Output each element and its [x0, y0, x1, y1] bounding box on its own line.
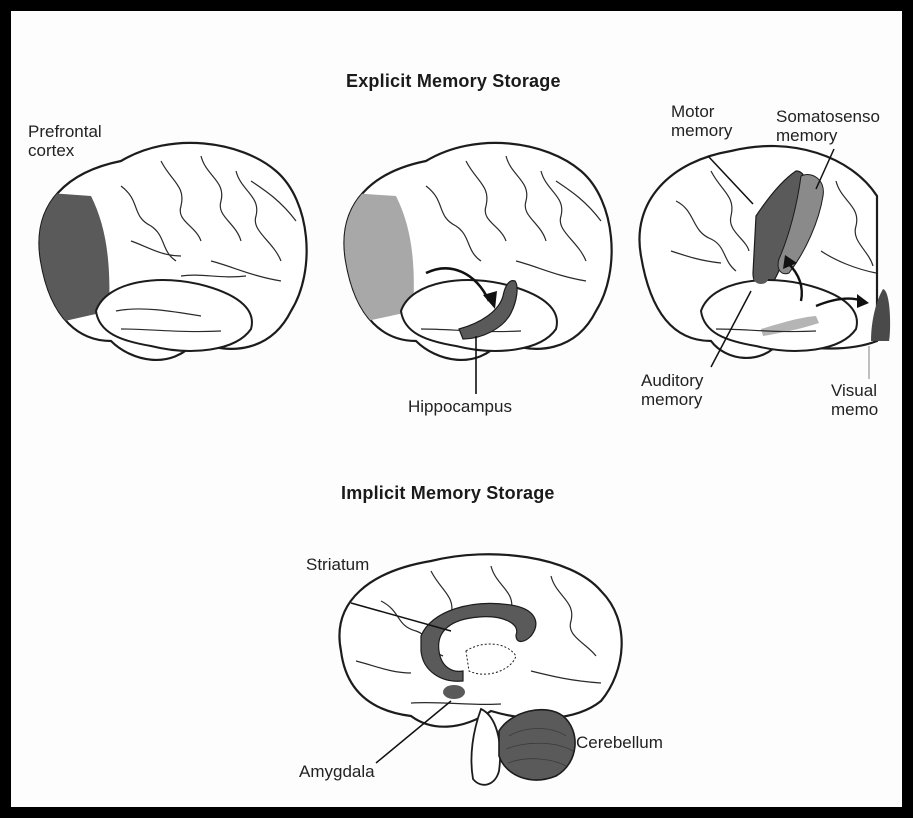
implicit-memory-heading: Implicit Memory Storage — [341, 483, 555, 504]
hippocampus-label: Hippocampus — [408, 397, 512, 416]
striatum-label: Striatum — [306, 555, 369, 574]
visual-memory-label: Visual memo — [831, 381, 878, 419]
brain-middle — [321, 143, 612, 394]
cerebellum-label: Cerebellum — [576, 733, 663, 752]
auditory-region — [754, 274, 768, 284]
brain-right — [639, 146, 890, 379]
somatosensory-memory-label: Somatosenso memory — [776, 107, 880, 145]
motor-memory-label: Motor memory — [671, 102, 732, 140]
amygdala-label: Amygdala — [299, 762, 375, 781]
prefrontal-cortex-label: Prefrontal cortex — [28, 122, 102, 160]
amygdala-region — [443, 685, 465, 699]
brain-left — [21, 143, 307, 360]
prefrontal-region-light — [321, 191, 414, 331]
explicit-memory-heading: Explicit Memory Storage — [346, 71, 561, 92]
auditory-memory-label: Auditory memory — [641, 371, 703, 409]
cerebellum-region — [499, 710, 575, 780]
figure-canvas: Explicit Memory Storage Implicit Memory … — [11, 11, 902, 807]
